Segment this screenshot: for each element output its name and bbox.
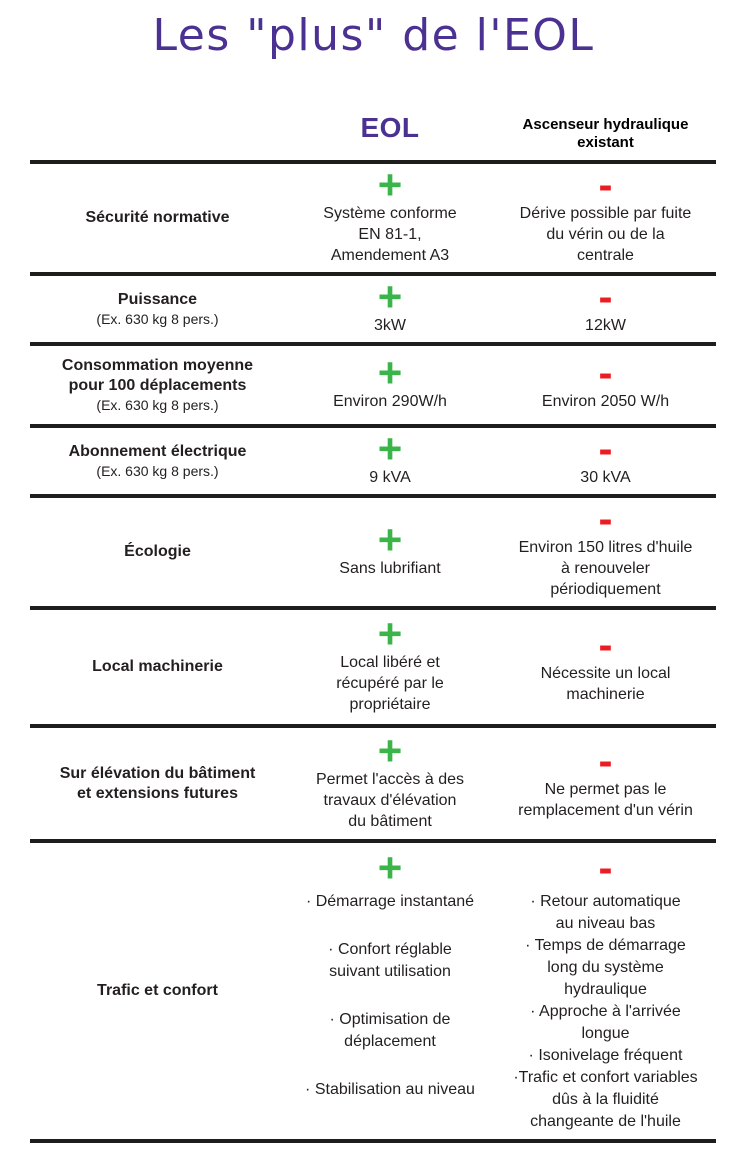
row-label-cell: Écologie: [30, 498, 285, 606]
hydraulic-cell: - Environ 2050 W/h: [495, 346, 716, 424]
minus-icon: -: [598, 495, 613, 542]
plus-icon: +: [377, 425, 403, 472]
eol-cell-text: 9 kVA: [369, 469, 411, 486]
row-label: Sécurité normative: [85, 209, 230, 226]
minus-icon: -: [598, 273, 613, 320]
row-label-cell: Abonnement électrique (Ex. 630 kg 8 pers…: [30, 428, 285, 494]
header-cell-eol: EOL: [285, 60, 495, 160]
hydraulic-cell-text: Environ 150 litres d'huile à renouveler …: [518, 539, 693, 598]
row-label-cell: Sécurité normative: [30, 164, 285, 272]
table-row: Abonnement électrique (Ex. 630 kg 8 pers…: [30, 424, 716, 494]
eol-cell-text: Sans lubrifiant: [339, 560, 441, 577]
plus-icon: +: [377, 516, 403, 563]
minus-icon: -: [598, 844, 613, 891]
table-row: Écologie + Sans lubrifiant - Environ 150…: [30, 494, 716, 606]
minus-icon: -: [598, 737, 613, 784]
eol-cell: + · Démarrage instantané · Confort régla…: [285, 843, 495, 1139]
hydraulic-cell: - Dérive possible par fuite du vérin ou …: [495, 164, 716, 272]
plus-icon: +: [377, 844, 403, 891]
row-label-cell: Trafic et confort: [30, 843, 285, 1139]
header-cell-hydraulic: Ascenseur hydraulique existant: [495, 60, 716, 160]
header-empty-cell: [30, 60, 285, 160]
hydraulic-column-title: Ascenseur hydraulique existant: [522, 116, 689, 151]
eol-column-title: EOL: [360, 112, 420, 143]
eol-cell: + 9 kVA: [285, 428, 495, 494]
hydraulic-cell-text: 30 kVA: [580, 469, 631, 486]
row-label: Puissance: [117, 291, 198, 308]
bullet-item: · Temps de démarrage long du système hyd…: [525, 937, 686, 998]
eol-cell: + Environ 290W/h: [285, 346, 495, 424]
hydraulic-cell: - 30 kVA: [495, 428, 716, 494]
comparison-table: EOL Ascenseur hydraulique existant Sécur…: [30, 60, 716, 1143]
row-label: Abonnement électrique: [68, 443, 247, 460]
bullet-item: · Approche à l'arrivée longue: [530, 1003, 681, 1042]
page-title: Les "plus" de l'EOL: [152, 10, 595, 61]
eol-cell: + Local libéré et récupéré par le propri…: [285, 610, 495, 724]
row-label-cell: Sur élévation du bâtiment et extensions …: [30, 728, 285, 839]
bullet-item: · Retour automatique au niveau bas: [530, 893, 681, 932]
row-label: Écologie: [124, 543, 191, 560]
row-label: Sur élévation du bâtiment et extensions …: [59, 764, 256, 802]
hydraulic-cell-text: Dérive possible par fuite du vérin ou de…: [519, 205, 692, 264]
eol-cell-text: Local libéré et récupéré par le propriét…: [336, 654, 444, 713]
row-label: Consommation moyenne pour 100 déplacemen…: [61, 357, 254, 394]
eol-cell: + 3kW: [285, 276, 495, 342]
row-label-cell: Local machinerie: [30, 610, 285, 724]
bullet-item: · Démarrage instantané: [305, 893, 475, 910]
bullet-item: · Optimisation de déplacement: [329, 1011, 451, 1050]
eol-cell: + Sans lubrifiant: [285, 498, 495, 606]
hydraulic-cell: - Ne permet pas le remplacement d'un vér…: [495, 728, 716, 839]
eol-bullet-list: · Démarrage instantané · Confort réglabl…: [305, 891, 475, 1101]
hydraulic-cell-text: Ne permet pas le remplacement d'un vérin: [518, 781, 693, 819]
table-header-row: EOL Ascenseur hydraulique existant: [30, 60, 716, 160]
bullet-item: · Stabilisation au niveau: [305, 1081, 475, 1098]
row-sublabel: (Ex. 630 kg 8 pers.): [96, 397, 219, 413]
plus-icon: +: [377, 610, 403, 657]
minus-icon: -: [598, 349, 613, 396]
table-row: Sur élévation du bâtiment et extensions …: [30, 724, 716, 839]
hydraulic-cell: - Nécessite un local machinerie: [495, 610, 716, 724]
hydraulic-cell: - Environ 150 litres d'huile à renouvele…: [495, 498, 716, 606]
table-row: Consommation moyenne pour 100 déplacemen…: [30, 342, 716, 424]
row-label: Trafic et confort: [97, 982, 218, 999]
row-label: Local machinerie: [92, 658, 223, 675]
minus-icon: -: [598, 425, 613, 472]
hydraulic-cell: - 12kW: [495, 276, 716, 342]
bullet-item: ·Trafic et confort variables dûs à la fl…: [513, 1069, 698, 1130]
hydraulic-cell-text: 12kW: [585, 317, 626, 334]
table-row: Sécurité normative + Système conforme EN…: [30, 160, 716, 272]
minus-icon: -: [598, 620, 613, 668]
eol-cell-text: Environ 290W/h: [333, 393, 447, 410]
minus-icon: -: [598, 161, 613, 208]
row-sublabel: (Ex. 630 kg 8 pers.): [96, 311, 219, 327]
eol-cell-text: Permet l'accès à des travaux d'élévation…: [315, 770, 464, 830]
hydraulic-cell-text: Environ 2050 W/h: [541, 393, 670, 410]
row-label-cell: Consommation moyenne pour 100 déplacemen…: [30, 346, 285, 424]
plus-icon: +: [377, 161, 403, 208]
plus-icon: +: [377, 726, 403, 774]
eol-cell-text: 3kW: [374, 317, 406, 334]
bullet-item: · Isonivelage fréquent: [528, 1047, 683, 1064]
row-sublabel: (Ex. 630 kg 8 pers.): [96, 463, 219, 479]
table-row: Trafic et confort + · Démarrage instanta…: [30, 839, 716, 1139]
eol-cell: + Permet l'accès à des travaux d'élévati…: [285, 728, 495, 839]
table-row: Local machinerie + Local libéré et récup…: [30, 606, 716, 724]
table-row: Puissance (Ex. 630 kg 8 pers.) + 3kW - 1…: [30, 272, 716, 342]
eol-cell-text: Système conforme EN 81-1, Amendement A3: [323, 205, 457, 264]
hydraulic-bullet-list: · Retour automatique au niveau bas · Tem…: [513, 891, 697, 1133]
hydraulic-cell: - · Retour automatique au niveau bas · T…: [495, 843, 716, 1139]
plus-icon: +: [377, 349, 403, 396]
plus-icon: +: [377, 273, 403, 320]
hydraulic-cell-text: Nécessite un local machinerie: [540, 664, 671, 703]
row-label-cell: Puissance (Ex. 630 kg 8 pers.): [30, 276, 285, 342]
bullet-item: · Confort réglable suivant utilisation: [328, 941, 452, 980]
eol-cell: + Système conforme EN 81-1, Amendement A…: [285, 164, 495, 272]
